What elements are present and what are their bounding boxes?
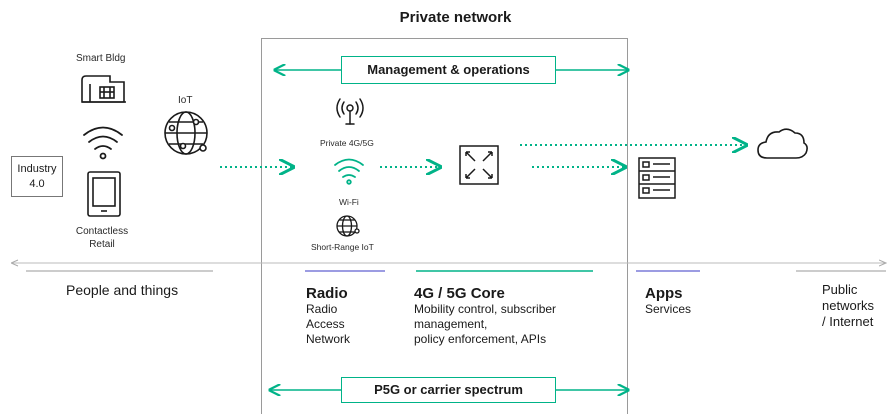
public-networks-label: Public networks / Internet bbox=[822, 282, 875, 329]
core-router-icon bbox=[459, 145, 499, 185]
industry-label-line1: Industry bbox=[17, 163, 57, 175]
radio-section: Radio Radio Access Network bbox=[306, 285, 351, 346]
short-range-iot-label: Short-Range IoT bbox=[311, 242, 374, 252]
wifi-icon-left bbox=[83, 126, 123, 160]
private-network-boundary bbox=[261, 38, 628, 414]
contactless-label: Contactless Retail bbox=[75, 226, 129, 250]
iot-label: IoT bbox=[178, 95, 193, 106]
people-and-things-label: People and things bbox=[66, 282, 179, 298]
short-range-globe-icon bbox=[336, 215, 360, 237]
industry-box: Industry 4.0 bbox=[11, 156, 63, 197]
diagram-title: Private network bbox=[399, 9, 512, 26]
management-label: Management & operations bbox=[341, 56, 556, 84]
apps-section: Apps Services bbox=[645, 285, 692, 316]
tablet-icon bbox=[87, 171, 121, 217]
apps-title: Apps bbox=[645, 285, 683, 302]
radio-title: Radio bbox=[306, 285, 348, 302]
spectrum-label: P5G or carrier spectrum bbox=[341, 377, 556, 403]
smart-bldg-label: Smart Bldg bbox=[76, 53, 126, 64]
antenna-icon bbox=[336, 98, 364, 125]
core-section: 4G / 5G Core Mobility control, subscribe… bbox=[414, 285, 557, 346]
private-lte-label: Private 4G/5G bbox=[320, 138, 374, 148]
building-icon bbox=[81, 75, 126, 103]
iot-globe-icon bbox=[164, 111, 208, 155]
wifi-icon-green bbox=[334, 158, 364, 185]
wifi-label: Wi-Fi bbox=[339, 197, 359, 207]
cloud-icon bbox=[757, 128, 808, 159]
core-title: 4G / 5G Core bbox=[414, 285, 505, 302]
industry-label-line2: 4.0 bbox=[29, 178, 45, 190]
server-icon bbox=[638, 157, 676, 199]
